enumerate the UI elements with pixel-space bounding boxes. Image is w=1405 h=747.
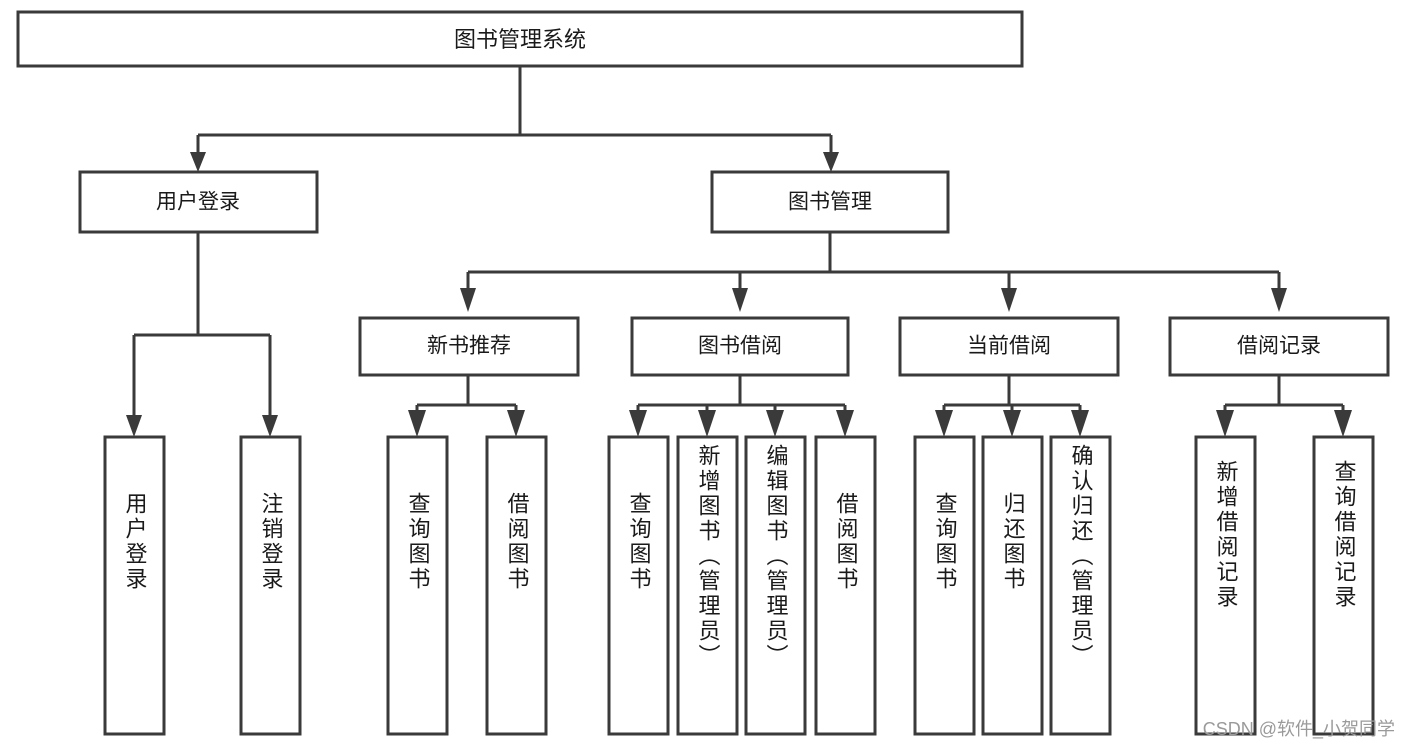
node-borrow-record[interactable]: 借阅记录 <box>1168 316 1390 377</box>
arrowhead-leaf-query-book-2 <box>629 410 647 437</box>
node-book-borrow[interactable]: 图书借阅 <box>630 316 850 377</box>
arrowhead-leaf-query-book-1 <box>408 410 426 437</box>
leaf-user-logout-box[interactable] <box>239 435 302 736</box>
arrowhead-leaf-confirm-return <box>1071 410 1089 437</box>
leaf-user-login-box[interactable] <box>103 435 166 736</box>
node-book-manage[interactable]: 图书管理 <box>710 170 950 234</box>
leaf-add-book-box[interactable] <box>676 435 739 736</box>
leaf-borrow-book-1-box[interactable] <box>485 435 548 736</box>
arrowhead-leaf-query-book-3 <box>935 410 953 437</box>
leaf-borrow-book-2-box[interactable] <box>814 435 877 736</box>
leaf-query-book-3-box[interactable] <box>913 435 976 736</box>
leaf-add-record-box[interactable] <box>1194 435 1257 736</box>
watermark-text: CSDN @软件_小贺同学 <box>1202 719 1395 739</box>
current-borrow-label: 当前借阅 <box>967 335 1051 358</box>
leaf-edit-book-box[interactable] <box>744 435 807 736</box>
node-root[interactable]: 图书管理系统 <box>16 10 1024 68</box>
user-login-box[interactable] <box>78 170 319 234</box>
arrowhead-current-borrow <box>1001 288 1017 312</box>
leaf-query-book-1-box[interactable] <box>386 435 449 736</box>
book-borrow-box[interactable] <box>630 316 850 377</box>
arrowhead-leaf-user-logout <box>262 415 278 437</box>
arrowhead-borrow-record <box>1271 288 1287 312</box>
arrowhead-book-manage <box>823 152 839 172</box>
arrowhead-new-book-recommend <box>460 288 476 312</box>
connector-book-borrow-bus <box>636 375 847 415</box>
root-box[interactable] <box>16 10 1024 68</box>
arrowhead-leaf-query-record <box>1334 410 1352 437</box>
arrowhead-leaf-add-book <box>698 410 716 437</box>
arrowhead-leaf-add-record <box>1216 410 1234 437</box>
book-manage-box[interactable] <box>710 170 950 234</box>
arrowhead-leaf-edit-book <box>766 410 784 437</box>
arrowhead-leaf-return-book <box>1003 410 1021 437</box>
borrow-record-label: 借阅记录 <box>1237 335 1321 358</box>
connector-user-login-bus <box>132 232 272 418</box>
arrowhead-leaf-borrow-book-2 <box>836 410 854 437</box>
connector-layer <box>126 66 1352 437</box>
arrowhead-user-login <box>190 152 206 172</box>
connector-root-bus <box>196 66 833 155</box>
connector-book-manage-bus <box>466 232 1281 290</box>
root-label: 图书管理系统 <box>454 27 586 52</box>
node-current-borrow[interactable]: 当前借阅 <box>898 316 1120 377</box>
current-borrow-box[interactable] <box>898 316 1120 377</box>
arrowhead-book-borrow <box>732 288 748 312</box>
connector-new-book-recommend-bus <box>415 375 518 415</box>
book-borrow-label: 图书借阅 <box>698 335 782 358</box>
new-book-recommend-label: 新书推荐 <box>427 335 511 358</box>
node-user-login[interactable]: 用户登录 <box>78 170 319 234</box>
node-new-book-recommend[interactable]: 新书推荐 <box>358 316 580 377</box>
arrowhead-leaf-user-login <box>126 415 142 437</box>
leaf-box-layer <box>103 435 1375 736</box>
connector-borrow-record-bus <box>1223 375 1345 415</box>
borrow-record-box[interactable] <box>1168 316 1390 377</box>
new-book-recommend-box[interactable] <box>358 316 580 377</box>
user-login-label: 用户登录 <box>156 191 240 214</box>
leaf-query-record-box[interactable] <box>1312 435 1375 736</box>
arrowhead-leaf-borrow-book-1 <box>507 410 525 437</box>
book-manage-label: 图书管理 <box>788 191 872 214</box>
connector-current-borrow-bus <box>942 375 1082 415</box>
leaf-return-book-box[interactable] <box>981 435 1044 736</box>
leaf-query-book-2-box[interactable] <box>607 435 670 736</box>
leaf-confirm-return-box[interactable] <box>1049 435 1112 736</box>
